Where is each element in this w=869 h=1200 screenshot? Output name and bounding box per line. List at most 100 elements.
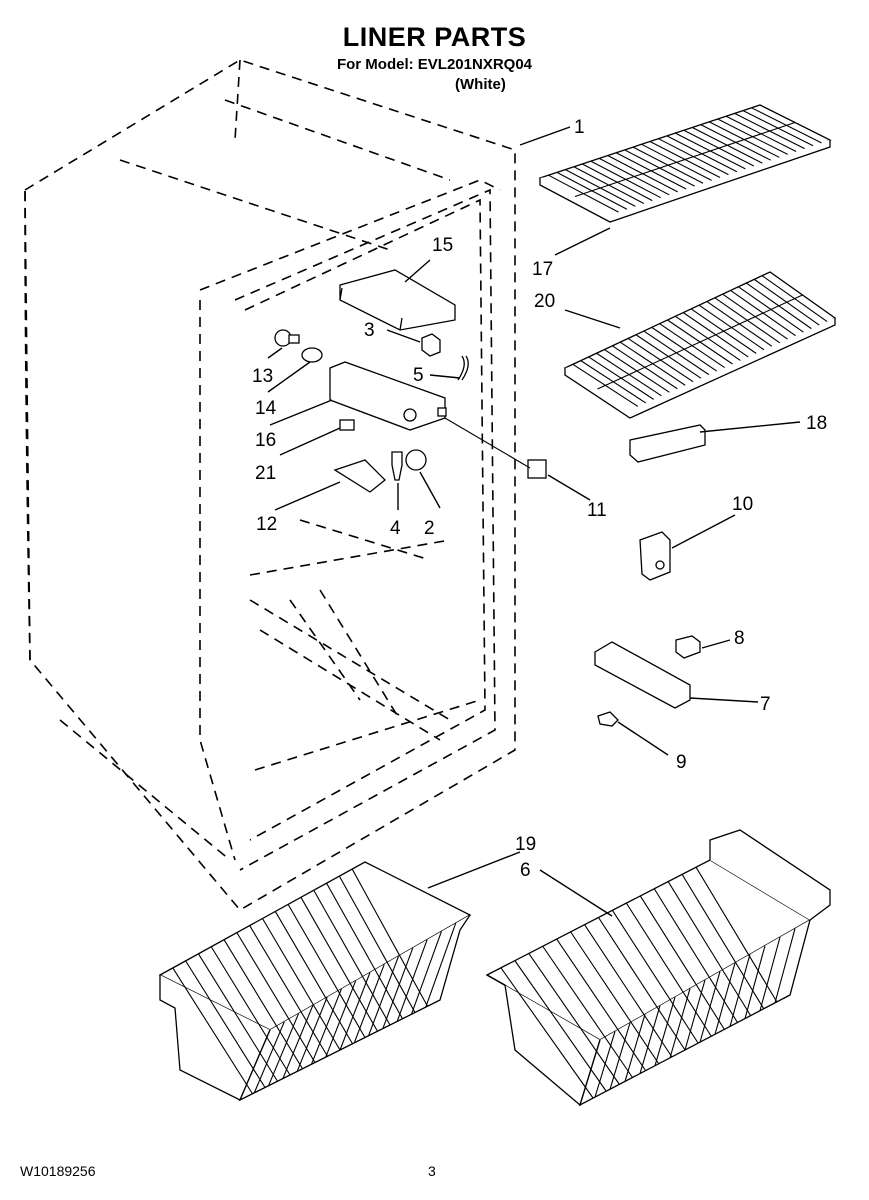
callout-10: 10 [732,494,753,515]
callout-11: 11 [587,500,607,521]
liner-outline [24,59,516,912]
wire-segment [287,904,366,1038]
wire-segment [598,917,686,1051]
wire-segment [296,996,328,1072]
callout-4: 4 [390,518,401,539]
wire-segment [325,980,357,1058]
wire-segment [339,972,371,1051]
document-number: W10189256 [20,1163,96,1179]
wire-segment [729,954,751,1027]
knob-2 [405,449,427,471]
wire-segment [313,889,391,1026]
wire-segment [268,1013,300,1086]
leader-lines [267,126,801,917]
callout-9: 9 [676,752,687,773]
wire-segment [625,902,712,1037]
wire-segment [253,1021,285,1094]
callout-8: 8 [734,628,745,649]
wire-segment [425,923,457,1008]
thermostat-knob [655,560,665,570]
wire-segment [699,971,721,1043]
callout-6: 6 [520,860,531,881]
wire-segment [338,875,416,1013]
wire-segment [594,1031,616,1098]
page-number: 3 [428,1163,436,1179]
callout-16: 16 [255,430,276,451]
socket-14 [301,347,323,363]
callout-2: 2 [424,518,435,539]
clip-5 [457,355,469,381]
clip-21 [339,419,355,431]
wire-segment [262,918,341,1051]
wire-segment [744,945,766,1019]
wire-segment [528,953,620,1085]
wire-segment [197,953,278,1082]
wire-segment [570,931,660,1065]
wire-segment [300,897,378,1032]
housing-15 [339,269,456,331]
callout-14: 14 [255,398,277,419]
wire-segment [368,955,400,1036]
basket-19 [158,861,472,1102]
wire-segment [681,874,765,1010]
wire-segment [669,988,691,1059]
page-title: LINER PARTS [342,22,527,52]
rail-7 [594,641,691,709]
wire-segment [310,988,342,1065]
wire-segment [609,1022,631,1090]
wire-segment [353,964,385,1044]
wire-segment [774,928,796,1004]
socket-3 [421,333,441,357]
wire-segment [172,967,253,1095]
callout-19: 19 [515,834,536,855]
wire [444,417,531,469]
wire-segment [514,960,607,1092]
callout-1: 1 [574,117,585,138]
callout-18: 18 [806,413,827,434]
wire-segment [759,936,781,1011]
wire-segment [396,939,428,1022]
cap-8 [675,635,701,659]
wire-segment [639,1005,661,1074]
bracket-18 [629,424,706,463]
thermostat-10 [639,531,671,581]
switch-11 [527,459,547,479]
wire-segment [326,882,403,1020]
callout-17: 17 [532,259,553,280]
wire-segment [210,946,291,1076]
callout-7: 7 [760,694,771,715]
bulb-13-base [288,334,300,344]
wire-segment [236,932,316,1063]
callout-20: 20 [534,291,555,312]
wire-segment [597,294,803,390]
callout-13: 13 [252,366,273,387]
wire-segment [542,945,633,1078]
screw-9 [597,711,619,727]
wire-segment [249,925,328,1057]
wire-segment [654,996,676,1066]
callout-5: 5 [413,365,424,386]
wire-segment [410,931,442,1015]
shelf-17 [538,104,832,223]
wire-segment [714,962,736,1035]
wire-segment [382,947,414,1029]
wire-segment [351,868,428,1007]
wire-segment [653,888,738,1023]
wire-segment [500,967,594,1099]
wire-segment [556,938,647,1071]
callout-21: 21 [255,463,276,484]
wire-segment [624,1014,646,1082]
switch-opening [437,407,447,417]
shelf-20 [563,271,837,419]
basket-6 [485,829,831,1107]
model-number: For Model: EVL201NXRQ04 [336,56,533,73]
wire-segment [282,1005,314,1079]
wire-segment [667,881,752,1016]
vent-12 [333,459,386,493]
callouts: 1 2 3 4 5 6 7 8 9 10 11 12 13 14 15 16 1… [252,117,827,881]
callout-12: 12 [256,514,277,535]
knob-opening [403,408,417,422]
wire-segment [185,960,266,1088]
wire-segment [584,924,673,1058]
